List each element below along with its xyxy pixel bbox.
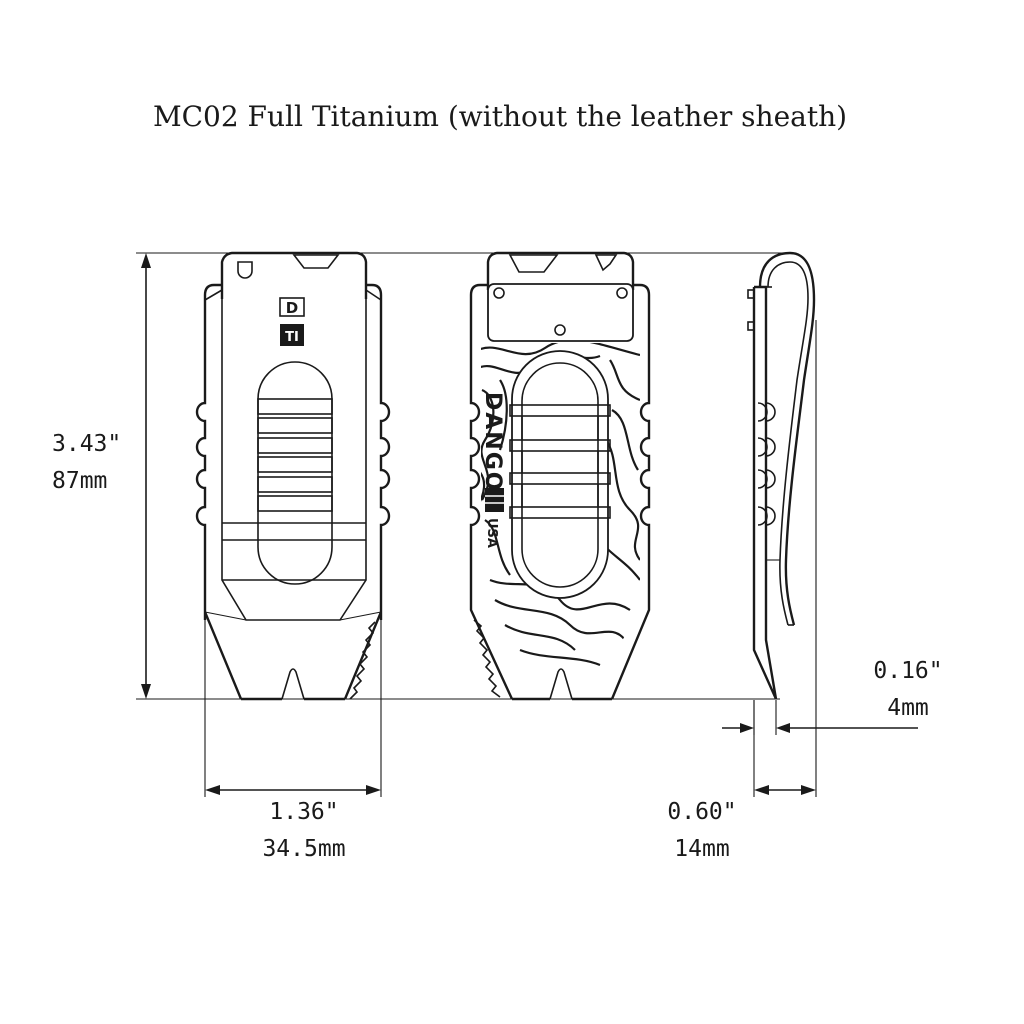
width-inches-label: 1.36": [269, 799, 338, 825]
origin-text: USA: [484, 518, 499, 548]
height-mm-label: 87mm: [52, 468, 107, 494]
dango-logo-icon: D: [279, 297, 305, 317]
plate-inches-label: 0.16": [873, 658, 942, 684]
titanium-badge-text: TI: [285, 330, 299, 345]
plate-mm-label: 4mm: [887, 695, 929, 721]
diagram-title: MC02 Full Titanium (without the leather …: [153, 100, 847, 133]
height-dimension: 3.43" 87mm: [52, 252, 790, 700]
logo-letter: D: [286, 299, 298, 317]
titanium-badge-icon: TI: [280, 324, 304, 346]
topo-pattern: [481, 343, 640, 667]
height-inches-label: 3.43": [52, 431, 121, 457]
back-view: DANGO USA: [469, 251, 651, 701]
depth-inches-label: 0.60": [667, 799, 736, 825]
back-window-bars: [509, 404, 611, 519]
brand-text: DANGO: [480, 392, 505, 492]
width-mm-label: 34.5mm: [262, 836, 345, 862]
depth-mm-label: 14mm: [674, 836, 729, 862]
plate-thickness-dimension: 0.16" 4mm: [722, 658, 943, 735]
front-window-bars: [257, 398, 333, 512]
width-dimension: 1.36" 34.5mm: [204, 620, 382, 862]
front-view: D TI: [195, 251, 391, 701]
us-flag-icon: [485, 488, 504, 512]
side-view: [747, 251, 816, 700]
depth-dimension: 0.60" 14mm: [667, 320, 817, 862]
